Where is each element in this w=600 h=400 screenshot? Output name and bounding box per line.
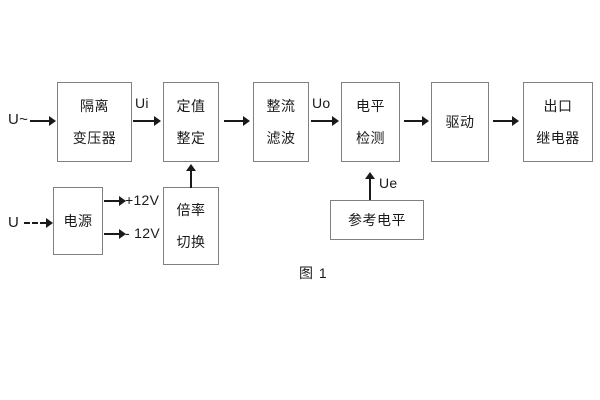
- block-level-detection-line-1: 电平: [356, 97, 385, 114]
- block-drive-line-1: 驱动: [445, 113, 475, 130]
- arrow-multiplier-switch-to-setting-value: [186, 164, 196, 188]
- arrow-power-rail-negative: [104, 229, 126, 239]
- block-output-relay: 出口 继电器: [523, 82, 593, 162]
- block-setting-value: 定值 整定: [163, 82, 219, 162]
- signal-label-uo: Uo: [312, 95, 331, 111]
- block-rectify-filter-line-1: 整流: [266, 97, 296, 114]
- block-multiplier-switch-line-1: 倍率: [176, 201, 206, 218]
- arrow-isolation-transformer-to-setting-value: [133, 116, 161, 126]
- arrow-reference-level-to-level-detection: [365, 172, 375, 200]
- block-isolation-transformer-line-2: 变压器: [72, 129, 117, 146]
- input-label-dc: U: [8, 214, 20, 231]
- power-rail-negative-label: - 12V: [125, 225, 160, 241]
- block-output-relay-line-2: 继电器: [536, 129, 580, 146]
- block-drive: 驱动: [431, 82, 489, 162]
- arrow-dc-input-to-power-supply: [24, 218, 53, 228]
- block-output-relay-line-1: 出口: [543, 97, 573, 114]
- block-power-supply: 电源: [53, 187, 103, 255]
- block-rectify-filter: 整流 滤波: [253, 82, 309, 162]
- signal-label-ue: Ue: [379, 175, 398, 191]
- block-isolation-transformer: 隔离 变压器: [57, 82, 132, 162]
- block-level-detection-line-2: 检测: [356, 129, 385, 146]
- signal-label-ui: Ui: [135, 95, 149, 111]
- block-power-supply-line-1: 电源: [63, 212, 93, 229]
- arrow-ac-input-to-isolation-transformer: [30, 116, 56, 126]
- power-rail-positive-label: +12V: [125, 192, 160, 208]
- block-reference-level-line-1: 参考电平: [348, 211, 406, 228]
- arrow-power-rail-positive: [104, 196, 126, 206]
- arrow-rectify-filter-to-level-detection: [311, 116, 339, 126]
- figure-caption: 图 1: [299, 265, 328, 281]
- block-reference-level: 参考电平: [330, 200, 424, 240]
- block-multiplier-switch: 倍率 切换: [163, 187, 219, 265]
- block-setting-value-line-1: 定值: [176, 97, 206, 114]
- input-label-ac: U~: [8, 111, 29, 128]
- block-isolation-transformer-line-1: 隔离: [80, 97, 109, 114]
- arrow-setting-value-to-rectify-filter: [224, 116, 250, 126]
- block-level-detection: 电平 检测: [341, 82, 400, 162]
- block-multiplier-switch-line-2: 切换: [176, 233, 206, 250]
- block-rectify-filter-line-2: 滤波: [266, 129, 296, 146]
- arrow-level-detection-to-drive: [404, 116, 429, 126]
- block-setting-value-line-2: 整定: [176, 129, 206, 146]
- arrow-drive-to-output-relay: [493, 116, 519, 126]
